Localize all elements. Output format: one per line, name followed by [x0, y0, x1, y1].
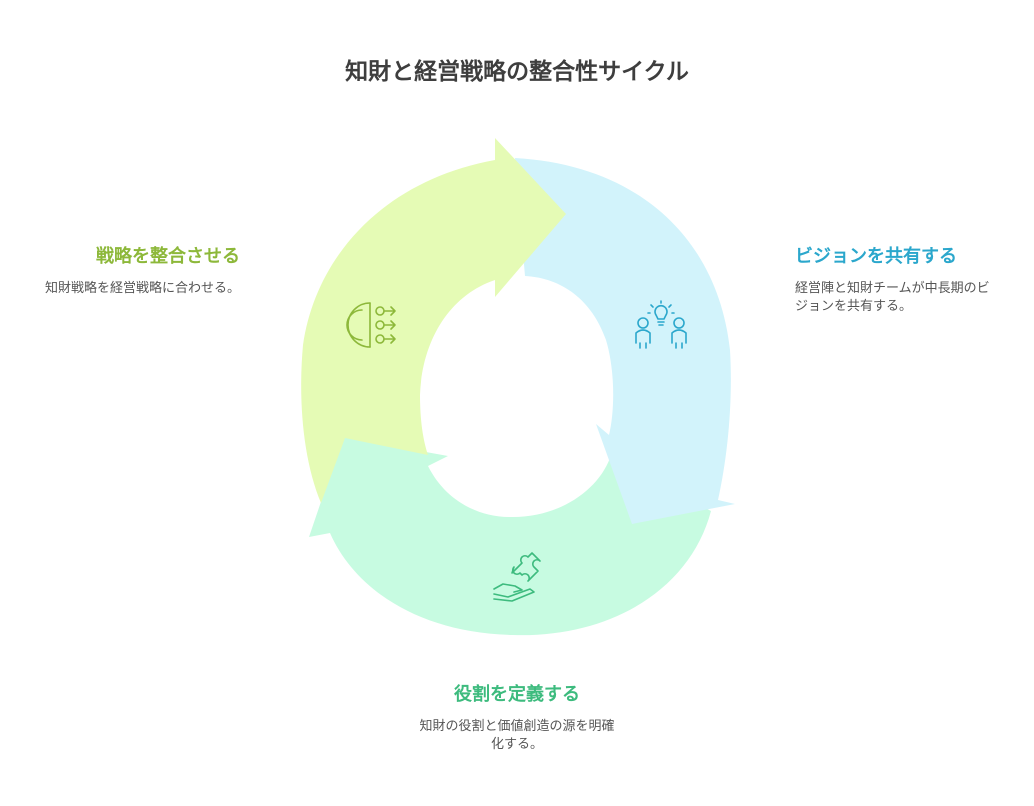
step-roles-title: 役割を定義する — [454, 684, 580, 705]
step-strategy-desc: 知財戦略を経営戦略に合わせる。 — [44, 281, 240, 296]
cycle-arrow-strategy — [301, 138, 566, 503]
strategy-branch-icon — [346, 302, 396, 348]
puzzle-hand-icon — [493, 552, 541, 602]
step-vision-desc: 経営陣と知財チームが中長期のビジョンを共有する。 — [795, 281, 990, 314]
cycle-arrow-vision — [515, 158, 735, 524]
step-vision-title: ビジョンを共有する — [795, 246, 957, 267]
step-roles-desc: 知財の役割と価値創造の源を明確化する。 — [419, 719, 615, 752]
step-vision: ビジョンを共有する 経営陣と知財チームが中長期のビジョンを共有する。 — [795, 242, 995, 316]
step-strategy: 戦略を整合させる 知財戦略を経営戦略に合わせる。 — [40, 242, 240, 298]
diagram-title: 知財と経営戦略の整合性サイクル — [345, 59, 689, 85]
step-strategy-title: 戦略を整合させる — [96, 246, 240, 267]
step-roles: 役割を定義する 知財の役割と価値創造の源を明確化する。 — [417, 680, 617, 754]
people-idea-icon — [635, 300, 687, 349]
cycle-arrow-roles — [309, 437, 711, 636]
